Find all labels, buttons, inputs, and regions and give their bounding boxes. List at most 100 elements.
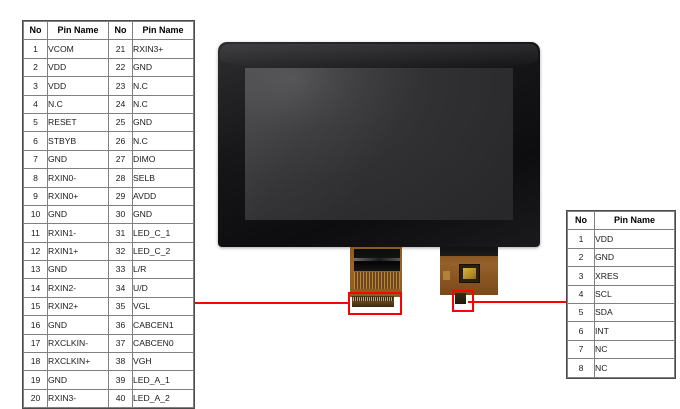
pin-number-cell: 8 (567, 358, 595, 378)
pin-number-cell: 36 (108, 315, 133, 335)
pin-name-cell: DIMO (132, 149, 194, 170)
display-connector-highlight-box (348, 292, 402, 315)
col-header-no-left: No (23, 20, 48, 41)
pin-name-cell: GND (594, 247, 675, 268)
pin-number-cell: 2 (23, 57, 48, 78)
pin-name-cell: RXIN0+ (47, 186, 109, 206)
pin-number-cell: 4 (567, 284, 595, 304)
pin-number-cell: 24 (108, 94, 133, 114)
touch-controller-ic (459, 264, 480, 283)
pin-number-cell: 11 (23, 223, 48, 243)
pin-number-cell: 3 (23, 76, 48, 96)
pin-number-cell: 23 (108, 76, 133, 96)
touch-connector-leader-line (468, 301, 566, 304)
pin-name-cell: RXIN2- (47, 278, 109, 298)
display-connector-contacts (352, 296, 394, 307)
display-driver-cog-ic (354, 249, 400, 271)
pin-name-cell: U/D (132, 278, 194, 298)
pin-name-cell: VGL (132, 296, 194, 317)
pin-name-cell: GND (47, 204, 109, 225)
touch-fpc-ribbon (440, 247, 498, 295)
table-header-row: No Pin Name (567, 210, 675, 231)
pin-name-cell: N.C (132, 94, 194, 114)
pin-name-cell: VCOM (47, 39, 109, 59)
pin-name-cell: GND (47, 315, 109, 335)
pin-name-cell: INT (594, 321, 675, 341)
pin-number-cell: 30 (108, 204, 133, 225)
pin-name-cell: RXIN0- (47, 168, 109, 188)
pin-name-cell: LED_C_1 (132, 223, 194, 243)
pin-number-cell: 1 (23, 39, 48, 59)
pin-name-cell: VGH (132, 352, 194, 372)
touch-fpc-top-strip (440, 247, 498, 256)
pin-name-cell: NC (594, 358, 675, 378)
pin-name-cell: CABCEN1 (132, 315, 194, 335)
pin-name-cell: RXIN2+ (47, 296, 109, 317)
pin-number-cell: 29 (108, 186, 133, 206)
pin-name-cell: RXCLKIN- (47, 333, 109, 354)
lcd-active-screen-area (245, 68, 513, 220)
pin-name-cell: SDA (594, 302, 675, 323)
pin-name-cell: XRES (594, 266, 675, 286)
pin-name-cell: LED_A_1 (132, 370, 194, 390)
pin-number-cell: 37 (108, 333, 133, 354)
pin-number-cell: 27 (108, 149, 133, 170)
pin-number-cell: 40 (108, 388, 133, 409)
pin-name-cell: AVDD (132, 186, 194, 206)
pin-number-cell: 7 (567, 339, 595, 360)
pin-number-cell: 5 (567, 302, 595, 323)
lcd-module-photo (218, 42, 540, 247)
pin-number-cell: 28 (108, 168, 133, 188)
pin-number-cell: 2 (567, 247, 595, 268)
table-header-row: No Pin Name No Pin Name (23, 20, 194, 41)
pin-name-cell: STBYB (47, 131, 109, 151)
pin-name-cell: VDD (594, 229, 675, 249)
pin-number-cell: 32 (108, 241, 133, 262)
pin-number-cell: 21 (108, 39, 133, 59)
pin-name-cell: RXCLKIN+ (47, 352, 109, 372)
pin-name-cell: GND (47, 260, 109, 280)
pin-name-cell: VDD (47, 76, 109, 96)
pin-name-cell: RXIN1- (47, 223, 109, 243)
pin-name-cell: L/R (132, 260, 194, 280)
lcd-bezel (218, 42, 540, 247)
col-header-name-left: Pin Name (47, 20, 109, 41)
pin-name-cell: SCL (594, 284, 675, 304)
pin-name-cell: N.C (47, 94, 109, 114)
touch-connector-contacts (455, 293, 466, 304)
pin-number-cell: 5 (23, 112, 48, 133)
pin-name-cell: N.C (132, 76, 194, 96)
col-header-no-right: No (108, 20, 133, 41)
pin-number-cell: 19 (23, 370, 48, 390)
display-connector-leader-line (192, 302, 350, 305)
pin-name-cell: RXIN3+ (132, 39, 194, 59)
pin-number-cell: 13 (23, 260, 48, 280)
pin-name-cell: RXIN1+ (47, 241, 109, 262)
pin-number-cell: 6 (23, 131, 48, 151)
pin-name-cell: GND (132, 57, 194, 78)
pin-number-cell: 26 (108, 131, 133, 151)
pin-number-cell: 20 (23, 388, 48, 409)
pin-name-cell: GND (47, 370, 109, 390)
